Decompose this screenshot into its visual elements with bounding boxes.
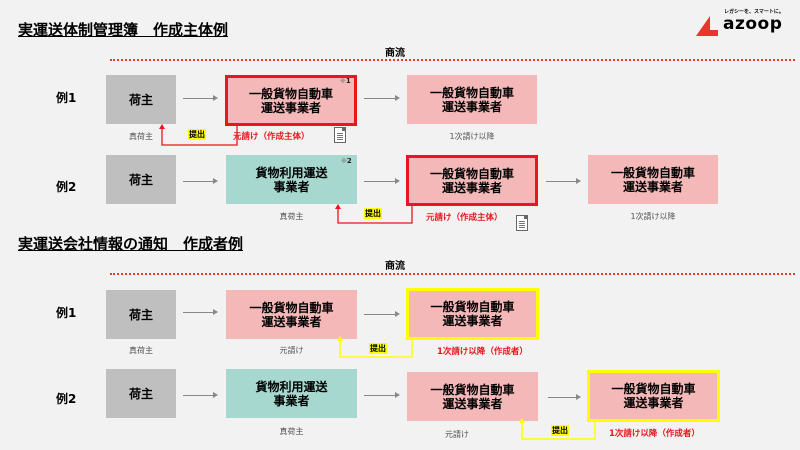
flow-divider xyxy=(110,273,795,275)
flow-arrow xyxy=(364,392,400,398)
node-text: 一般貨物自動車 運送事業者 xyxy=(429,85,514,114)
flow-divider xyxy=(110,59,795,61)
carrier-box: 一般貨物自動車 運送事業者 xyxy=(226,290,357,339)
logo-wordmark: azoop xyxy=(723,14,783,34)
forwarder-box: 貨物利用運送 事業者 xyxy=(226,155,357,204)
node-caption: 真荷主 xyxy=(279,427,304,436)
section-title: 実運送体制管理簿 作成主体例 xyxy=(18,21,229,39)
document-icon xyxy=(516,215,528,231)
node-text: 一般貨物自動車 運送事業者 xyxy=(249,300,334,329)
node-text: 一般貨物自動車 運送事業者 xyxy=(430,382,515,411)
carrier-box: 一般貨物自動車 運送事業者 xyxy=(407,75,537,124)
carrier-box: 一般貨物自動車 運送事業者 xyxy=(406,288,539,340)
note-marker: ※1 xyxy=(340,77,351,85)
carrier-box: 一般貨物自動車 運送事業者 xyxy=(406,155,538,206)
example-label: 例1 xyxy=(56,306,77,320)
node-caption: 1次請け以降（作成者） xyxy=(609,429,700,439)
submit-label: 提出 xyxy=(364,208,382,219)
carrier-box: 一般貨物自動車 運送事業者 xyxy=(588,155,718,204)
flow-arrow xyxy=(546,178,581,184)
azoop-logo: レガシーを、スマートに。 azoop xyxy=(696,8,792,36)
node-text: 一般貨物自動車 運送事業者 xyxy=(611,382,696,410)
submit-connector xyxy=(335,204,413,224)
node-caption: 1次請け以降（作成者） xyxy=(437,347,528,357)
flow-label: 商流 xyxy=(385,48,405,59)
forwarder-box: 貨物利用運送 事業者 xyxy=(226,369,357,418)
node-text: 貨物利用運送 事業者 xyxy=(255,379,328,408)
node-text: 一般貨物自動車 運送事業者 xyxy=(248,86,333,115)
logo-mark-icon xyxy=(696,16,718,36)
shipper-box: 荷主 xyxy=(106,155,176,204)
example-label: 例2 xyxy=(56,392,77,406)
flow-arrow xyxy=(364,178,400,184)
carrier-box: 一般貨物自動車 運送事業者 xyxy=(587,370,720,422)
node-caption: 真荷主 xyxy=(129,132,153,141)
submit-label: 提出 xyxy=(369,343,387,354)
node-caption: 元請け xyxy=(279,346,304,355)
node-text: 一般貨物自動車 運送事業者 xyxy=(430,300,515,328)
flow-arrow xyxy=(183,178,218,184)
node-text: 荷主 xyxy=(128,386,153,401)
node-caption: 元請け（作成主体） xyxy=(233,132,310,142)
submit-label: 提出 xyxy=(188,129,206,140)
node-text: 荷主 xyxy=(128,307,153,322)
document-icon xyxy=(334,127,346,143)
node-caption: 元請け（作成主体） xyxy=(426,213,503,223)
flow-arrow xyxy=(183,392,218,398)
node-text: 一般貨物自動車 運送事業者 xyxy=(610,165,695,194)
carrier-box: 一般貨物自動車 運送事業者 xyxy=(407,372,538,421)
shipper-box: 荷主 xyxy=(106,369,176,418)
example-label: 例1 xyxy=(56,91,77,105)
flow-arrow xyxy=(364,95,400,101)
node-text: 荷主 xyxy=(128,172,153,187)
submit-label: 提出 xyxy=(551,425,569,436)
logo-tagline: レガシーを、スマートに。 xyxy=(724,9,784,15)
section-title: 実運送会社情報の通知 作成者例 xyxy=(18,235,244,253)
node-caption: 真荷主 xyxy=(129,346,153,355)
node-text: 一般貨物自動車 運送事業者 xyxy=(429,166,514,195)
node-text: 荷主 xyxy=(128,92,153,107)
flow-arrow xyxy=(183,95,218,101)
node-caption: 1次請け以降 xyxy=(449,132,495,141)
submit-connector xyxy=(519,418,596,440)
flow-label: 商流 xyxy=(385,261,405,272)
node-caption: 真荷主 xyxy=(279,212,304,221)
flow-arrow xyxy=(548,394,581,400)
note-marker: ※2 xyxy=(341,157,352,165)
node-caption: 元請け xyxy=(445,430,469,439)
shipper-box: 荷主 xyxy=(106,75,176,124)
flow-arrow xyxy=(183,309,218,315)
node-text: 貨物利用運送 事業者 xyxy=(255,165,328,194)
node-caption: 1次請け以降 xyxy=(630,212,676,221)
submit-connector xyxy=(337,336,413,358)
example-label: 例2 xyxy=(56,180,77,194)
flow-arrow xyxy=(364,311,400,317)
shipper-box: 荷主 xyxy=(106,290,176,339)
submit-connector xyxy=(159,124,238,146)
carrier-box: 一般貨物自動車 運送事業者 xyxy=(225,75,357,126)
